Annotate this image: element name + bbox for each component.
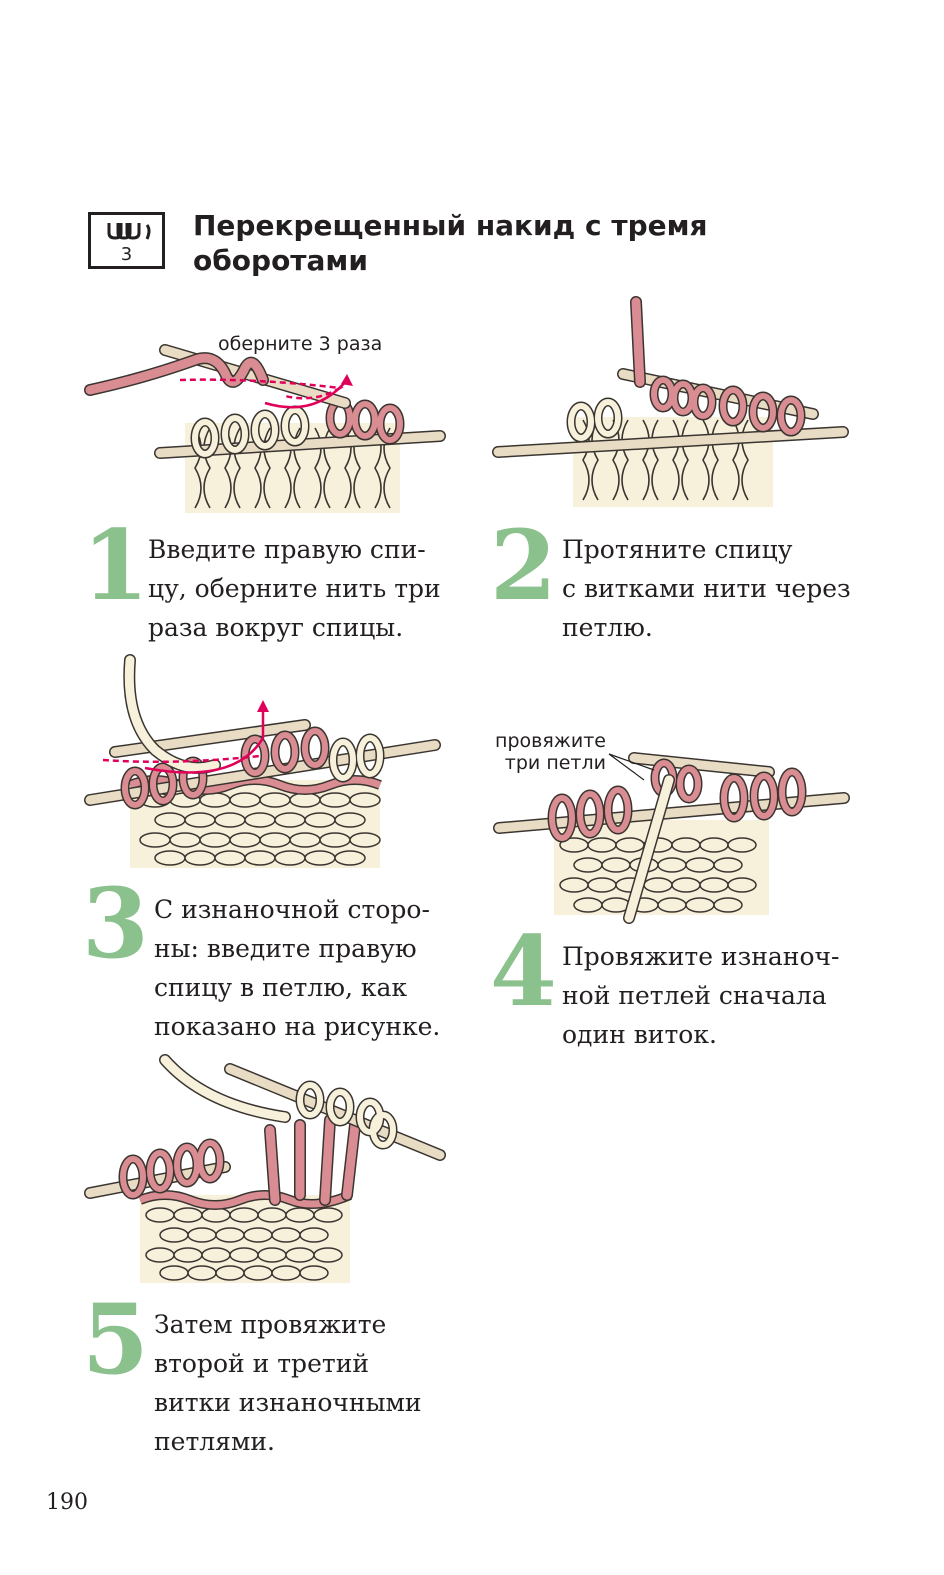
text-line: с витками нити через xyxy=(562,574,851,603)
text-line: Провяжите изнаноч- xyxy=(562,942,840,971)
text-line: Введите правую спи- xyxy=(148,535,426,564)
step-number: 1 xyxy=(82,509,149,622)
text-line: раза вокруг спицы. xyxy=(148,613,404,642)
working-yarn xyxy=(123,654,221,774)
step-number: 4 xyxy=(490,915,557,1028)
step-3-text: С изнаночной сторо- ны: введите правую с… xyxy=(154,890,474,1046)
working-yarn xyxy=(159,1054,291,1123)
page-title: Перекрещенный накид с тремя оборотами xyxy=(193,208,813,278)
step-number: 3 xyxy=(82,867,149,980)
triple-wrap-loop-icon xyxy=(107,223,151,240)
step-2-text: Протяните спицу с витками нити через пет… xyxy=(562,530,882,647)
purl-fabric xyxy=(554,820,769,915)
step-number: 5 xyxy=(82,1283,149,1396)
right-needle xyxy=(628,752,775,778)
loops-on-needle xyxy=(120,726,385,810)
elongated-loops xyxy=(264,1114,361,1206)
direction-arrow xyxy=(102,700,269,774)
symbol-number: 3 xyxy=(120,244,133,265)
text-line: один виток. xyxy=(562,1020,717,1049)
text-line: второй и третий xyxy=(154,1349,370,1378)
step-1-illustration xyxy=(84,344,446,513)
loops-on-needle xyxy=(190,397,405,459)
loops-on-needle xyxy=(547,758,807,843)
working-yarn xyxy=(84,352,269,396)
title-line-1: Перекрещенный накид с тремя xyxy=(193,209,708,242)
page-number: 190 xyxy=(46,1490,88,1515)
step-4-callout: провяжите три петли xyxy=(486,730,606,774)
step-1-callout: оберните 3 раза xyxy=(218,333,383,355)
working-yarn xyxy=(630,296,646,388)
left-needle xyxy=(492,426,849,458)
text-line: витки изнаночными xyxy=(154,1388,422,1417)
text-line: петлями. xyxy=(154,1427,275,1456)
text-line: Протяните спицу xyxy=(562,535,793,564)
step-1-text: Введите правую спи- цу, оберните нить тр… xyxy=(148,530,468,647)
step-5-illustration xyxy=(84,1054,446,1283)
text-line: спицу в петлю, как xyxy=(154,973,408,1002)
callout-leader xyxy=(608,753,655,771)
step-3-illustration xyxy=(84,654,441,868)
title-line-2: оборотами xyxy=(193,244,368,277)
loops-on-needle xyxy=(566,375,806,443)
step-4-text: Провяжите изнаноч- ной петлей сначала од… xyxy=(562,937,882,1054)
text-line: Затем провяжите xyxy=(154,1310,387,1339)
working-yarn xyxy=(623,774,675,924)
text-line: С изнаночной сторо- xyxy=(154,895,430,924)
text-line: цу, оберните нить три xyxy=(148,574,441,603)
text-line: ной петлей сначала xyxy=(562,981,827,1010)
stitch-symbol-box: 3 xyxy=(88,212,165,269)
step-4-illustration xyxy=(493,752,850,924)
step-5-text: Затем провяжите второй и третий витки из… xyxy=(154,1305,474,1461)
text-line: ны: введите правую xyxy=(154,934,417,963)
purl-fabric xyxy=(138,1190,352,1283)
direction-arrow xyxy=(179,374,353,409)
loops-on-needle xyxy=(118,1080,398,1200)
step-4-callout-line-2: три петли xyxy=(504,752,606,774)
text-line: показано на рисунке. xyxy=(154,1012,441,1041)
step-number: 2 xyxy=(490,509,557,622)
step-2-illustration xyxy=(492,296,849,507)
step-4-callout-line-1: провяжите xyxy=(495,730,606,752)
text-line: петлю. xyxy=(562,613,653,642)
callout-leader xyxy=(608,753,645,781)
